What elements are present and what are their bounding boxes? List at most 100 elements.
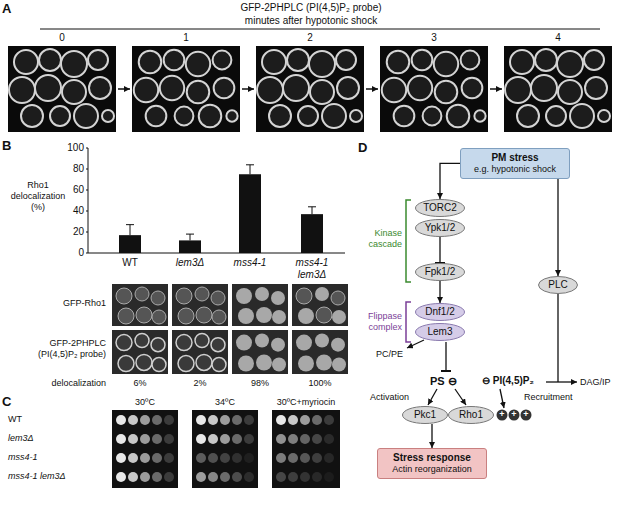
kinase-ellipse: Ypk1/2	[415, 219, 465, 237]
row-label: mss4-1 lem3Δ	[8, 471, 66, 482]
enzyme-ellipse: PLC	[538, 276, 578, 294]
yeast-spot	[276, 434, 286, 444]
cell	[585, 77, 607, 99]
yeast-spot	[152, 415, 162, 425]
tick-label: 100	[67, 142, 84, 154]
yeast-spot	[324, 453, 334, 463]
cell	[462, 78, 483, 99]
time-arrow	[118, 88, 130, 90]
cell	[212, 310, 226, 324]
cell	[50, 106, 70, 126]
cell	[21, 105, 43, 127]
cell	[298, 106, 318, 126]
cell	[178, 356, 194, 372]
cell	[178, 308, 194, 324]
micrograph-frame	[232, 284, 288, 326]
yeast-spot	[312, 415, 322, 425]
ellipse-shape	[416, 324, 465, 341]
tick-label: 20	[73, 226, 84, 238]
cell-group	[134, 50, 238, 128]
cell	[408, 76, 432, 100]
cell	[62, 80, 86, 104]
cell	[255, 287, 269, 301]
cell	[151, 338, 165, 352]
axis-tick	[86, 148, 88, 149]
cell	[256, 354, 272, 370]
cell	[136, 307, 152, 323]
cell	[152, 310, 166, 324]
row-label: lem3Δ	[8, 433, 34, 444]
charge-sign: +	[499, 409, 504, 420]
plate	[272, 410, 340, 488]
cell	[9, 77, 35, 103]
cell	[412, 50, 433, 71]
cell	[332, 358, 346, 372]
yeast-spot	[140, 472, 150, 482]
bar	[179, 240, 201, 253]
category-label: mss4-1	[234, 257, 267, 269]
yeast-spot	[164, 472, 174, 482]
inhibition-line	[445, 342, 446, 371]
yeast-spot	[276, 472, 286, 482]
category-label: mss4-1 lem3Δ	[290, 257, 334, 281]
cell	[287, 49, 309, 71]
group-label: Kinase cascade	[362, 228, 402, 250]
yeast-spot	[196, 472, 206, 482]
cell	[255, 333, 269, 347]
cell	[226, 110, 237, 121]
tick-label: 80	[73, 163, 84, 175]
row-label: mss4-1	[8, 452, 38, 463]
cell	[434, 52, 458, 76]
yeast-spot	[300, 415, 310, 425]
yeast-spot	[232, 472, 242, 482]
cell	[272, 358, 286, 372]
cell	[315, 333, 329, 347]
lipid-label: DAG/IP	[580, 377, 611, 388]
cell	[135, 333, 149, 347]
yeast-spot	[288, 415, 298, 425]
yeast-spot	[140, 434, 150, 444]
micrograph-frame	[112, 284, 168, 326]
error-bar	[308, 207, 316, 214]
row-label: GFP-2PHPLC (PI(4,5)P₂ probe)	[14, 338, 106, 360]
arrow-connector	[440, 163, 460, 199]
cell	[332, 310, 346, 324]
cell	[160, 76, 184, 100]
cell	[214, 78, 235, 99]
lipid-label: ⊖ PI(4,5)P₂	[482, 375, 534, 387]
yeast-spot	[152, 453, 162, 463]
cell	[212, 358, 226, 372]
yeast-spot	[300, 453, 310, 463]
cell	[196, 307, 212, 323]
cell	[195, 333, 209, 347]
cell	[461, 51, 480, 70]
cell	[272, 310, 286, 324]
cell	[213, 51, 232, 70]
cell	[435, 81, 458, 104]
yeast-spot	[116, 453, 126, 463]
charge-dot	[509, 410, 520, 421]
panel-letter: A	[2, 1, 11, 17]
micrograph-frame	[504, 46, 612, 132]
category-label: WT	[122, 257, 138, 269]
cell	[102, 110, 114, 122]
node-subtitle: Actin reorganization	[392, 464, 472, 475]
yeast-spot	[220, 434, 230, 444]
cell	[39, 49, 61, 71]
yeast-spot	[208, 472, 218, 482]
flip-arrow	[407, 340, 424, 348]
panel-subtitle: minutes after hypotonic shock	[245, 15, 377, 27]
yeast-spot	[276, 453, 286, 463]
yeast-spot	[140, 415, 150, 425]
cell	[387, 51, 410, 74]
tick-label: 60	[73, 184, 84, 196]
cell	[331, 291, 345, 305]
panel-letter: D	[358, 140, 367, 156]
value-label: 98%	[251, 378, 269, 389]
time-arrow	[366, 88, 378, 90]
cell	[296, 288, 312, 304]
cell	[118, 308, 134, 324]
charge-sign: +	[523, 409, 528, 420]
yeast-spot	[244, 453, 254, 463]
